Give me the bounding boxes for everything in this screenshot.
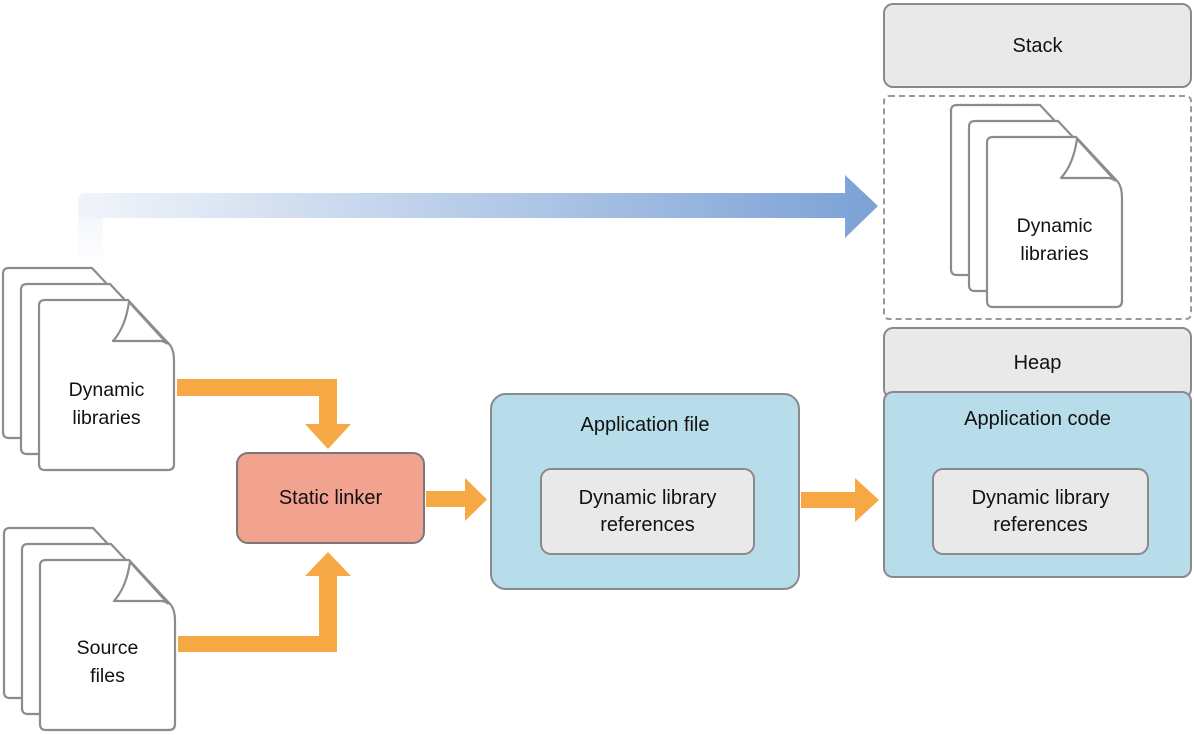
static-linker-label: Static linker xyxy=(278,487,383,509)
heap-label: Heap xyxy=(1013,352,1062,374)
document-stack-icon xyxy=(949,103,1124,309)
document-stack-icon xyxy=(2,526,177,732)
static-linker-box: Static linker xyxy=(236,452,425,544)
arrow-dynamic-libraries-to-stack xyxy=(78,175,878,292)
document-stack-icon xyxy=(1,266,176,472)
application-file-title: Application file xyxy=(580,414,710,436)
stack-box: Stack xyxy=(883,3,1192,88)
dynamic-library-references-box: Dynamic library references xyxy=(540,468,755,555)
application-file-box: Application file Dynamic library referen… xyxy=(490,393,800,590)
application-code-title: Application code xyxy=(964,408,1111,430)
stack-doc-label: Dynamic libraries xyxy=(1016,215,1093,265)
arrow-source-files-to-linker xyxy=(178,552,351,652)
source-files-label: Source files xyxy=(76,637,139,687)
dynamic-library-references-box: Dynamic library references xyxy=(932,468,1149,555)
application-code-box: Application code Dynamic library referen… xyxy=(883,391,1192,578)
dynamic-libraries-label: Dynamic libraries xyxy=(68,379,145,429)
arrow-application-file-to-heap xyxy=(801,478,879,522)
arrow-dynamic-libraries-to-linker xyxy=(177,379,351,449)
stack-label: Stack xyxy=(1012,34,1063,57)
arrow-linker-to-application-file xyxy=(426,478,487,521)
heap-box: Heap xyxy=(883,327,1192,399)
